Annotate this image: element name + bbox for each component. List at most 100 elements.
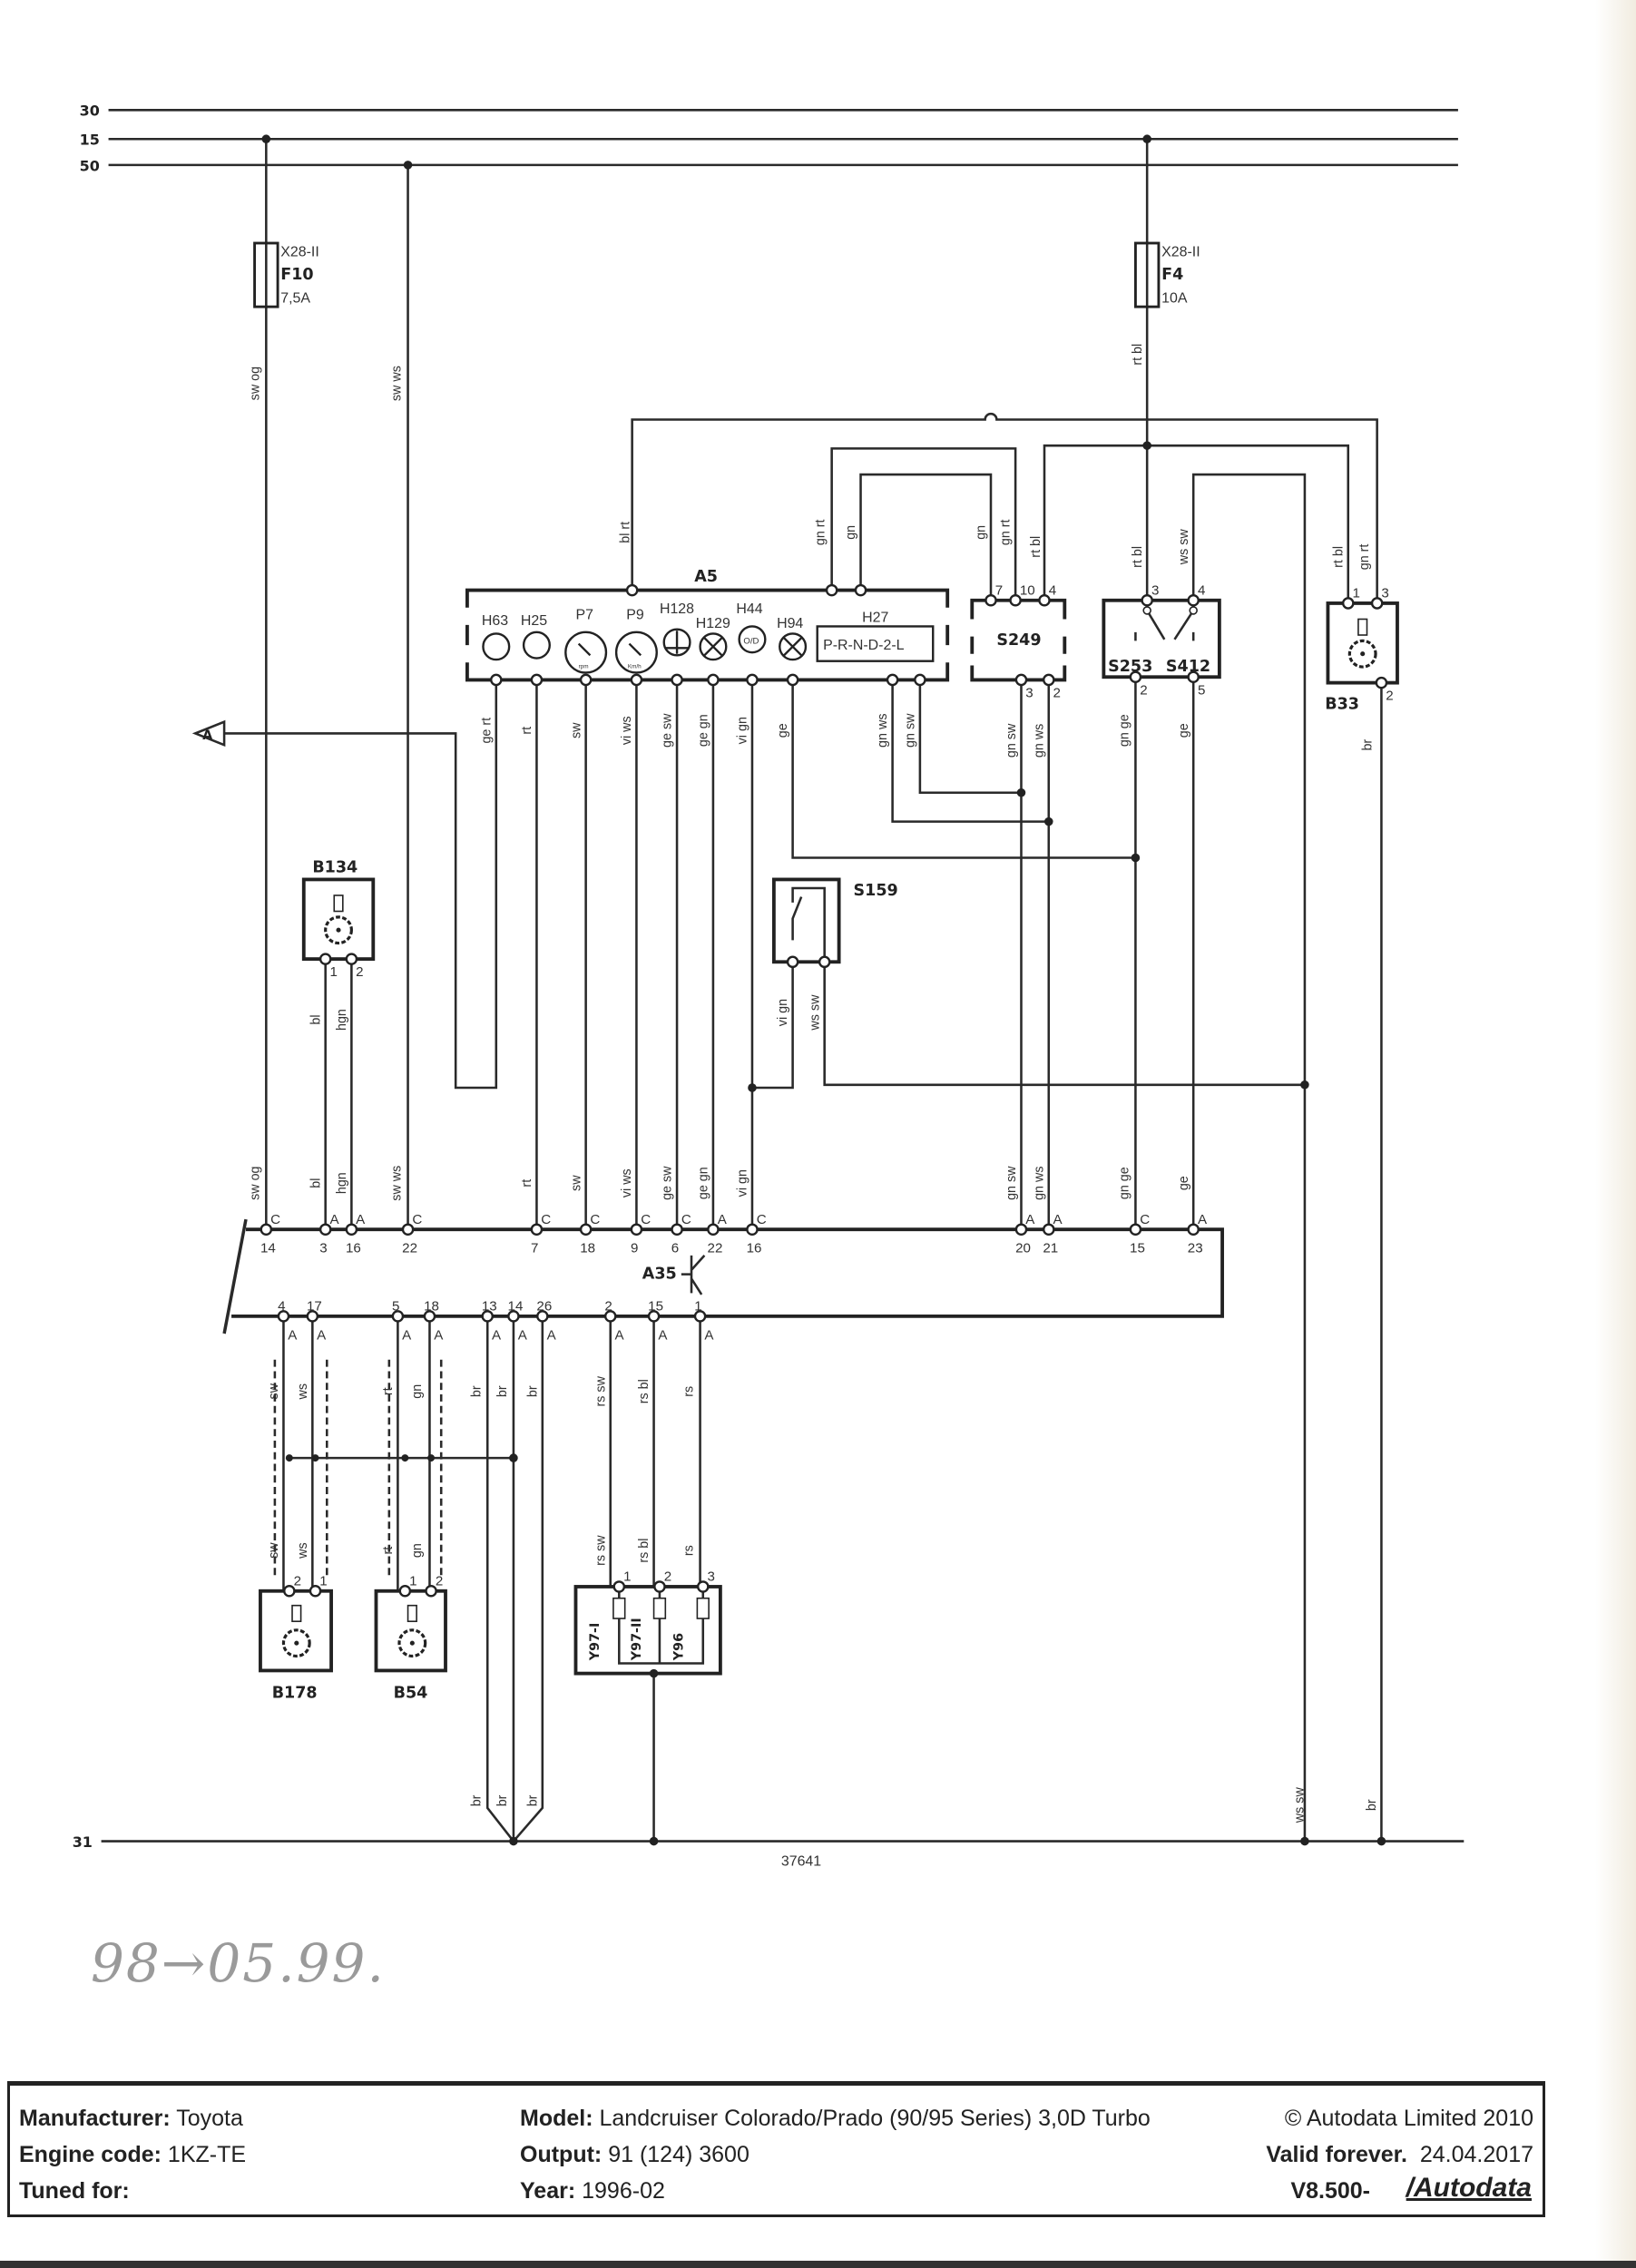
manufacturer-label: Manufacturer:	[19, 2106, 171, 2131]
a35-pin-number: 23	[1188, 1241, 1203, 1256]
p7-unit: rpm	[579, 664, 589, 670]
pin-terminal	[318, 953, 332, 965]
a35-connector-letter: C	[590, 1212, 600, 1227]
a35-connector-letter: A	[704, 1327, 714, 1343]
wire-color-label: br	[495, 1794, 510, 1806]
wire-color-label: sw og	[248, 1166, 262, 1199]
a35-pin-terminal	[707, 1223, 720, 1236]
a35-connector-letter: A	[402, 1327, 412, 1343]
wire-color-label: br	[1365, 1799, 1379, 1811]
a35-connector-letter: A	[615, 1327, 625, 1343]
a35-connector-letter: A	[1198, 1212, 1208, 1227]
a5-pin-terminal	[579, 673, 593, 687]
y97-2-label: Y97-II	[630, 1618, 644, 1661]
wire-color-label: rt	[520, 727, 534, 735]
wire-color-label: ws sw	[1177, 529, 1191, 566]
pin-number: 2	[356, 964, 363, 980]
pin-terminal	[1141, 593, 1153, 607]
a35-pin-number: 15	[1130, 1241, 1145, 1256]
a5-item-p9: P9	[626, 607, 644, 622]
wire-color-label: gn sw	[1004, 1166, 1019, 1200]
wire-color-label: br	[525, 1794, 540, 1806]
wire-color-label: rt bl	[1331, 546, 1346, 568]
wire-color-label: hgn	[335, 1172, 349, 1194]
wire-color-label: ge	[776, 723, 790, 738]
a35-pin-terminal	[481, 1310, 495, 1323]
model-label: Model:	[520, 2106, 593, 2131]
autodata-logo: /Autodata	[1406, 2173, 1532, 2203]
pin-number: 2	[436, 1573, 443, 1589]
fuse-f10: X28-II F10 7,5A	[253, 241, 319, 308]
a35-label: A35	[642, 1265, 677, 1283]
wire-color-label: ge	[1177, 723, 1191, 738]
fuse-f10-rating: 7,5A	[280, 290, 310, 306]
a35-connector-letter: A	[317, 1327, 327, 1343]
output-value: 91 (124) 3600	[608, 2142, 749, 2167]
a35-pin-number: 18	[580, 1241, 595, 1256]
pin-number: 3	[1151, 582, 1159, 598]
a35-pin-number: 14	[260, 1241, 276, 1256]
a5-pin-terminal	[707, 673, 720, 687]
wire-color-label: hgn	[335, 1009, 349, 1031]
a5-item-h94: H94	[777, 616, 803, 631]
pin-terminal	[653, 1580, 666, 1593]
a35-connector-letter: C	[681, 1212, 691, 1227]
a35-pin-terminal	[530, 1223, 544, 1236]
a5-pin-terminal	[886, 673, 899, 687]
a35-pin-number: 16	[346, 1241, 361, 1256]
a35-connector-letter: A	[718, 1212, 728, 1227]
wires	[191, 139, 1383, 1843]
wire-color-label: rt	[520, 1179, 534, 1188]
a35-connector-letter: A	[518, 1327, 528, 1343]
a35-pin-terminal	[391, 1310, 405, 1323]
a35-pin-number: 4	[278, 1298, 285, 1314]
fuse-f4-name: F4	[1161, 266, 1183, 284]
pin-terminal	[1370, 597, 1384, 610]
a35-connector-letter: C	[641, 1212, 651, 1227]
h27-gear-text: P-R-N-D-2-L	[823, 638, 905, 653]
a35-connector-letter: A	[547, 1327, 557, 1343]
pin-number: 2	[1386, 689, 1393, 704]
wire-color-label: vi ws	[620, 716, 634, 745]
tuned-label: Tuned for:	[19, 2178, 130, 2204]
a35-pin-terminal	[630, 1223, 643, 1236]
pin-number: 1	[329, 964, 337, 980]
wire-color-label: rs sw	[593, 1375, 608, 1406]
pin-terminal	[309, 1584, 322, 1598]
pin-terminal	[398, 1584, 412, 1598]
output-label: Output:	[520, 2142, 602, 2167]
scan-bottom-edge	[0, 2261, 1636, 2268]
fuse-f10-name: F10	[280, 266, 313, 284]
pin-number: 3	[708, 1569, 715, 1585]
component-b178: B178	[259, 1589, 333, 1703]
pin-number: 2	[1140, 682, 1147, 698]
engine-value: 1KZ-TE	[167, 2142, 247, 2167]
component-solenoids: Y97-I Y97-II Y96	[573, 1585, 722, 1676]
a5-pin-terminal	[530, 673, 544, 687]
a5-label: A5	[694, 568, 718, 586]
wire-color-label: ws sw	[808, 994, 822, 1031]
pin-terminal	[1187, 593, 1200, 607]
rail-30-label: 30	[80, 103, 100, 120]
pin-number: 1	[409, 1573, 416, 1589]
a35-pin-number: 5	[392, 1298, 399, 1314]
wire-color-label: rt	[381, 1387, 396, 1395]
wire-color-label: ge gn	[697, 1167, 711, 1199]
wire-color-label: ws	[296, 1383, 310, 1401]
a35-pin-terminal	[306, 1310, 319, 1323]
s412-label: S412	[1166, 658, 1210, 676]
a35-pin-number: 26	[536, 1298, 552, 1314]
a5-indicators	[482, 625, 935, 674]
a35-pin-terminal	[345, 1223, 358, 1236]
wire-color-label: sw	[569, 722, 583, 738]
fuse-f4: X28-II F4 10A	[1133, 241, 1200, 308]
a35-connector-letter: C	[757, 1212, 767, 1227]
p9-unit: Km/h	[628, 664, 642, 670]
pin-terminal	[425, 1584, 437, 1598]
pin-number: 10	[1020, 582, 1035, 598]
connector-a-label: A	[202, 728, 213, 743]
wire-color-label: sw	[267, 1383, 281, 1399]
pin-number: 2	[1053, 686, 1061, 701]
